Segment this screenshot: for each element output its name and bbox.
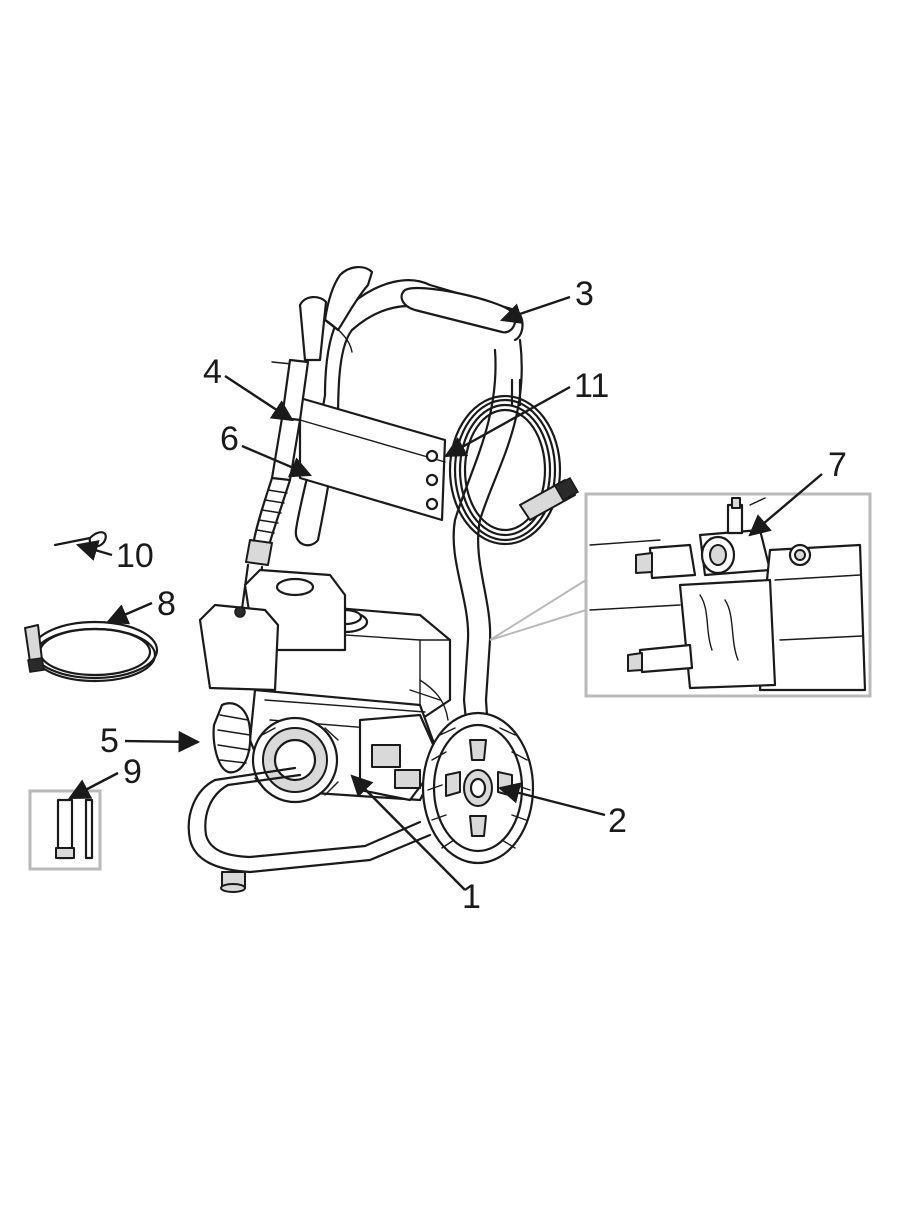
pump-detail-inset [489,492,872,698]
callout-arrows [68,295,823,891]
callout-label-6: 6 [220,420,239,458]
instruction-panel [298,396,447,522]
arrow-8 [106,601,153,625]
hose-coil [448,378,580,546]
engine [198,568,452,804]
arrow-4 [224,374,294,422]
wheel [421,711,535,865]
arrow-5 [124,730,201,753]
spark-plug-wrench-box [28,789,102,871]
callout-label-10: 10 [116,537,154,575]
callout-label-9: 9 [123,753,142,791]
arrow-3 [499,295,571,325]
spray-gun-wand [233,266,374,662]
callout-label-5: 5 [100,722,119,760]
nozzle-cleaner [53,531,107,548]
callout-label-4: 4 [203,353,222,391]
high-pressure-hose [24,620,159,683]
callout-label-11: 11 [574,367,609,405]
arrow-11 [444,385,571,458]
arrow-10 [75,540,113,561]
callout-label-1: 1 [462,878,481,916]
callout-label-7: 7 [828,446,847,484]
callout-label-3: 3 [575,275,594,313]
callout-label-2: 2 [608,802,627,840]
callout-label-8: 8 [157,585,176,623]
arrow-1 [350,774,466,891]
arrow-2 [497,782,606,817]
callout-labels: 1 2 3 4 5 6 7 8 9 10 11 [100,275,847,916]
arrow-7 [748,473,823,537]
arrow-9 [68,771,119,800]
arrow-6 [241,444,312,478]
